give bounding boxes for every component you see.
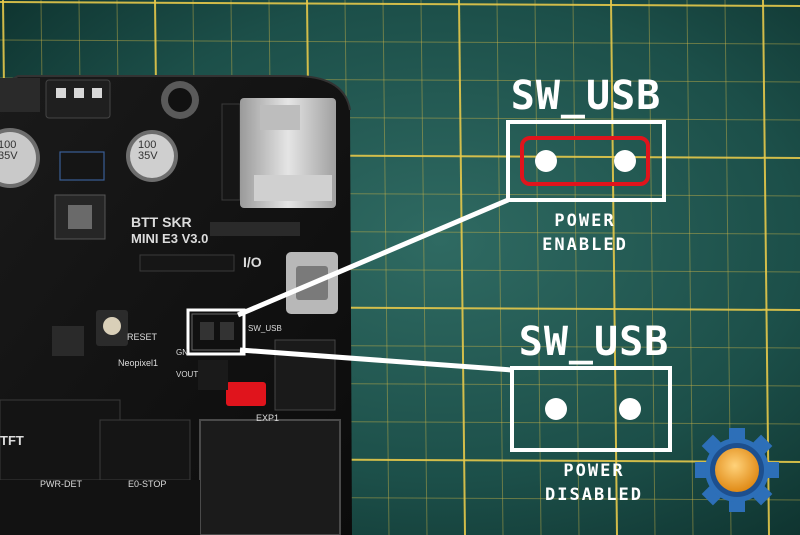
connector-top-left xyxy=(0,78,40,112)
mat-grid-line xyxy=(534,0,542,535)
capacitor-left-label: 100 35V xyxy=(0,139,18,162)
mat-grid-line xyxy=(458,0,466,535)
mat-grid-line xyxy=(0,39,800,45)
connector-top-mid xyxy=(45,79,111,119)
chip-small xyxy=(52,326,84,356)
mat-grid-line xyxy=(572,0,580,535)
mat-grid-line xyxy=(382,0,390,535)
pin-header-row xyxy=(139,254,235,272)
io-label: I/O xyxy=(243,254,262,270)
smd-row xyxy=(210,222,300,236)
capacitor-right-label: 100 35V xyxy=(138,139,158,162)
neopixel-label: Neopixel1 xyxy=(118,358,159,368)
disabled-box xyxy=(510,366,672,452)
mat-grid-line xyxy=(648,0,656,535)
bottom-title: SW_USB xyxy=(518,319,670,365)
bottom-caption-line2: DISABLED xyxy=(545,485,643,505)
connector-endstop xyxy=(99,419,191,481)
disabled-pin-1 xyxy=(545,398,567,420)
mat-grid-line xyxy=(0,1,800,7)
top-title: SW_USB xyxy=(510,73,662,119)
callout-lines xyxy=(237,197,513,373)
callout-line-top xyxy=(237,197,509,318)
pcb-board xyxy=(0,75,352,535)
e0-stop-label: E0-STOP xyxy=(128,479,167,489)
pwr-det-label: PWR-DET xyxy=(40,479,82,489)
mat-grid-line xyxy=(496,0,504,535)
connector-exp1 xyxy=(199,419,341,535)
mat-grid-line xyxy=(420,0,428,535)
enabled-jumper-outline xyxy=(520,136,650,186)
sw-usb-header xyxy=(191,313,245,351)
vout-label: VOUT xyxy=(176,370,199,379)
top-caption-line2: ENABLED xyxy=(542,235,628,255)
top-caption-line1: POWER xyxy=(554,211,616,231)
callout-line-bottom xyxy=(239,347,513,373)
mat-grid-line xyxy=(686,0,694,535)
enabled-pin-2 xyxy=(614,150,636,172)
board-model-line1: BTT SKR xyxy=(131,214,192,230)
red-jumper xyxy=(226,382,266,406)
connector-exp1-pins xyxy=(274,339,336,411)
reset-label: RESET xyxy=(127,332,158,342)
mat-grid-line xyxy=(610,0,618,535)
tft-label: TFT xyxy=(0,433,24,448)
enabled-box xyxy=(506,120,666,202)
gear-icon xyxy=(695,428,779,512)
pin-header-vertical xyxy=(221,103,241,201)
sw-usb-highlight-box xyxy=(186,308,246,356)
bottom-caption-line1: POWER xyxy=(563,461,625,481)
sw-usb-silk-label: SW_USB xyxy=(248,324,282,333)
exp1-label: EXP1 xyxy=(256,413,280,423)
disabled-pin-2 xyxy=(619,398,641,420)
gnd-label: GN xyxy=(176,348,188,357)
board-model-line2: MINI E3 V3.0 xyxy=(131,231,209,246)
em-logo xyxy=(59,151,105,181)
enabled-pin-1 xyxy=(535,150,557,172)
